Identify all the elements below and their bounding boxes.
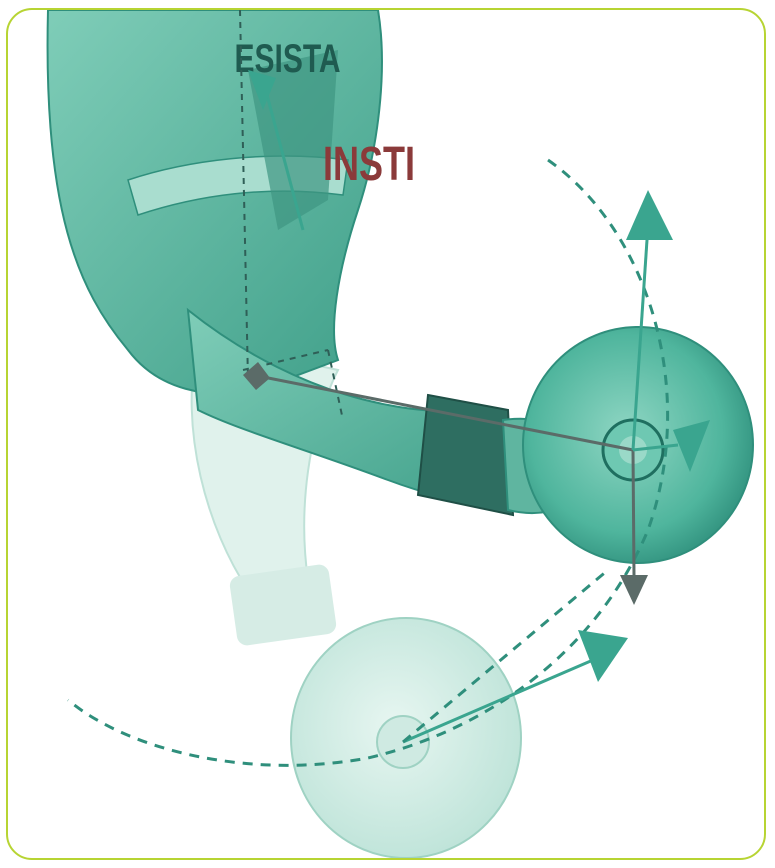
gravity-arrowhead [620, 575, 648, 605]
image-frame: ESISTA INSTI [6, 8, 766, 860]
shirt-text-line2: INSTI [323, 137, 415, 190]
tangential-arrowhead-lower [578, 630, 628, 682]
vertical-up-arrowhead [626, 190, 673, 240]
arm-curl-illustration: ESISTA INSTI [8, 10, 766, 860]
gravity-force-line [633, 450, 634, 575]
